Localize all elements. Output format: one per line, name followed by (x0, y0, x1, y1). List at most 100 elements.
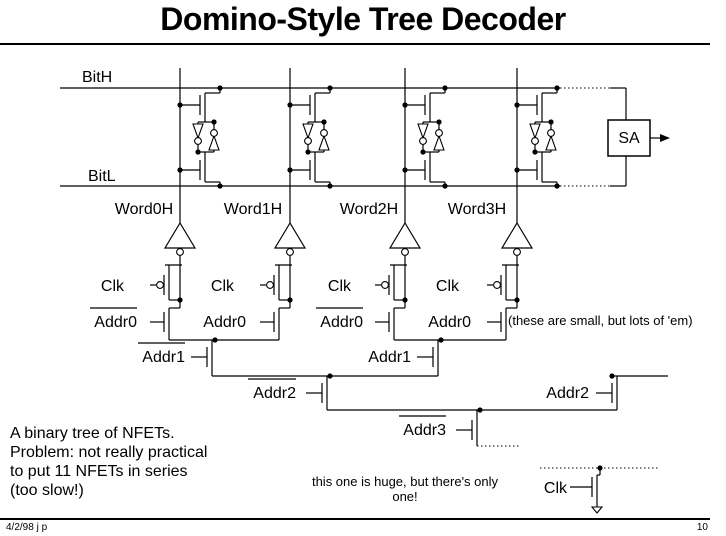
junction-dot (532, 149, 538, 155)
inversion-bubble (320, 129, 328, 137)
inversion-bubble (435, 129, 443, 137)
word-driver-2 (375, 221, 422, 340)
access-nfet-top (199, 93, 206, 117)
clk-label-0: Clk (101, 278, 125, 295)
page-number: 10 (696, 522, 708, 533)
description-line: Problem: not really practical (10, 444, 208, 461)
junction-dot (195, 149, 201, 155)
word-buffer-icon (388, 221, 422, 249)
footer-date: 4/2/98 j p (6, 522, 48, 533)
junction-dot (609, 373, 615, 379)
inversion-bubble (419, 137, 427, 145)
junction-dot (217, 183, 223, 189)
junction-dot (305, 149, 311, 155)
bit-cell-1 (287, 68, 333, 226)
slide-title: Domino-Style Tree Decoder (160, 1, 566, 37)
word-driver-0 (150, 221, 197, 340)
inverter-right-icon (545, 134, 557, 151)
bith-label: BitH (82, 69, 112, 86)
inversion-bubble (547, 129, 555, 137)
access-nfet-bottom (309, 158, 316, 182)
junction-dot (548, 119, 554, 125)
word-buffer-icon (273, 221, 307, 249)
description-line: (too slow!) (10, 482, 84, 499)
inversion-bubble (304, 137, 312, 145)
note-small: (these are small, but lots of 'em) (508, 313, 693, 328)
addr1-bar-label: Addr1 (142, 349, 185, 366)
addr3-nfet (456, 410, 520, 447)
bit-cell-3 (514, 68, 560, 226)
inverter-left-icon (417, 123, 429, 140)
junction-dot (436, 119, 442, 125)
word2h-label: Word2H (340, 201, 398, 218)
addr1-nfet-1 (417, 340, 439, 376)
bit-cell-0 (177, 68, 223, 226)
addr0-label-3: Addr0 (428, 314, 471, 331)
word3h-label: Word3H (448, 201, 506, 218)
addr3-bar-label: Addr3 (403, 422, 446, 439)
access-nfet-bottom (424, 158, 431, 182)
addr1-label: Addr1 (368, 349, 411, 366)
junction-dot (321, 119, 327, 125)
addr0-bar-label-0: Addr0 (94, 314, 137, 331)
junction-dot (554, 183, 560, 189)
junction-dot (477, 407, 483, 413)
clk-label-3: Clk (436, 278, 460, 295)
word-buffer-icon (163, 221, 197, 249)
junction-dot (217, 85, 223, 91)
junction-dot (327, 183, 333, 189)
inverter-left-icon (529, 123, 541, 140)
clk-footer-nfet (540, 465, 660, 514)
decoder-chains (150, 221, 668, 514)
addr2-bar-label: Addr2 (253, 385, 296, 402)
inverter-right-icon (208, 134, 220, 151)
junction-dot (442, 85, 448, 91)
word1h-label: Word1H (224, 201, 282, 218)
clk-bubble (266, 281, 274, 289)
inversion-bubble (513, 248, 521, 256)
access-nfet-bottom (536, 158, 543, 182)
addr1-nfet-0 (191, 340, 213, 376)
word-driver-1 (260, 221, 307, 340)
addr2-nfet-0 (306, 376, 328, 410)
clk-bubble (381, 281, 389, 289)
access-nfet-top (536, 93, 543, 117)
note-huge: this one is huge, but there's only one! (311, 474, 499, 504)
junction-dot (211, 119, 217, 125)
inversion-bubble (210, 129, 218, 137)
access-nfet-top (424, 93, 431, 117)
description-line: to put 11 NFETs in series (10, 463, 188, 480)
clk-label-bottom: Clk (544, 480, 568, 497)
description-line: A binary tree of NFETs. (10, 425, 175, 442)
ground-icon (590, 506, 604, 514)
inversion-bubble (401, 248, 409, 256)
clk-bubble (493, 281, 501, 289)
addr0-label-1: Addr0 (203, 314, 246, 331)
bitl-label: BitL (88, 168, 116, 185)
clk-label-2: Clk (328, 278, 352, 295)
description-text: A binary tree of NFETs. Problem: not rea… (10, 424, 207, 500)
clk-label-1: Clk (211, 278, 235, 295)
addr2-label: Addr2 (546, 385, 589, 402)
sa-output-arrow-icon (660, 134, 670, 142)
bit-cells (177, 68, 560, 226)
word-buffer-icon (500, 221, 534, 249)
inverter-right-icon (318, 134, 330, 151)
access-nfet-bottom (199, 158, 206, 182)
inversion-bubble (194, 137, 202, 145)
bit-cell-2 (402, 68, 448, 226)
inversion-bubble (531, 137, 539, 145)
junction-dot (212, 337, 218, 343)
junction-dot (327, 373, 333, 379)
addr2-nfet-1 (596, 376, 618, 410)
word0h-label: Word0H (115, 201, 173, 218)
inverter-right-icon (433, 134, 445, 151)
access-nfet-top (309, 93, 316, 117)
sense-amp-label: SA (618, 130, 640, 147)
inverter-left-icon (302, 123, 314, 140)
word-driver-3 (487, 221, 534, 340)
junction-dot (554, 85, 560, 91)
inversion-bubble (176, 248, 184, 256)
